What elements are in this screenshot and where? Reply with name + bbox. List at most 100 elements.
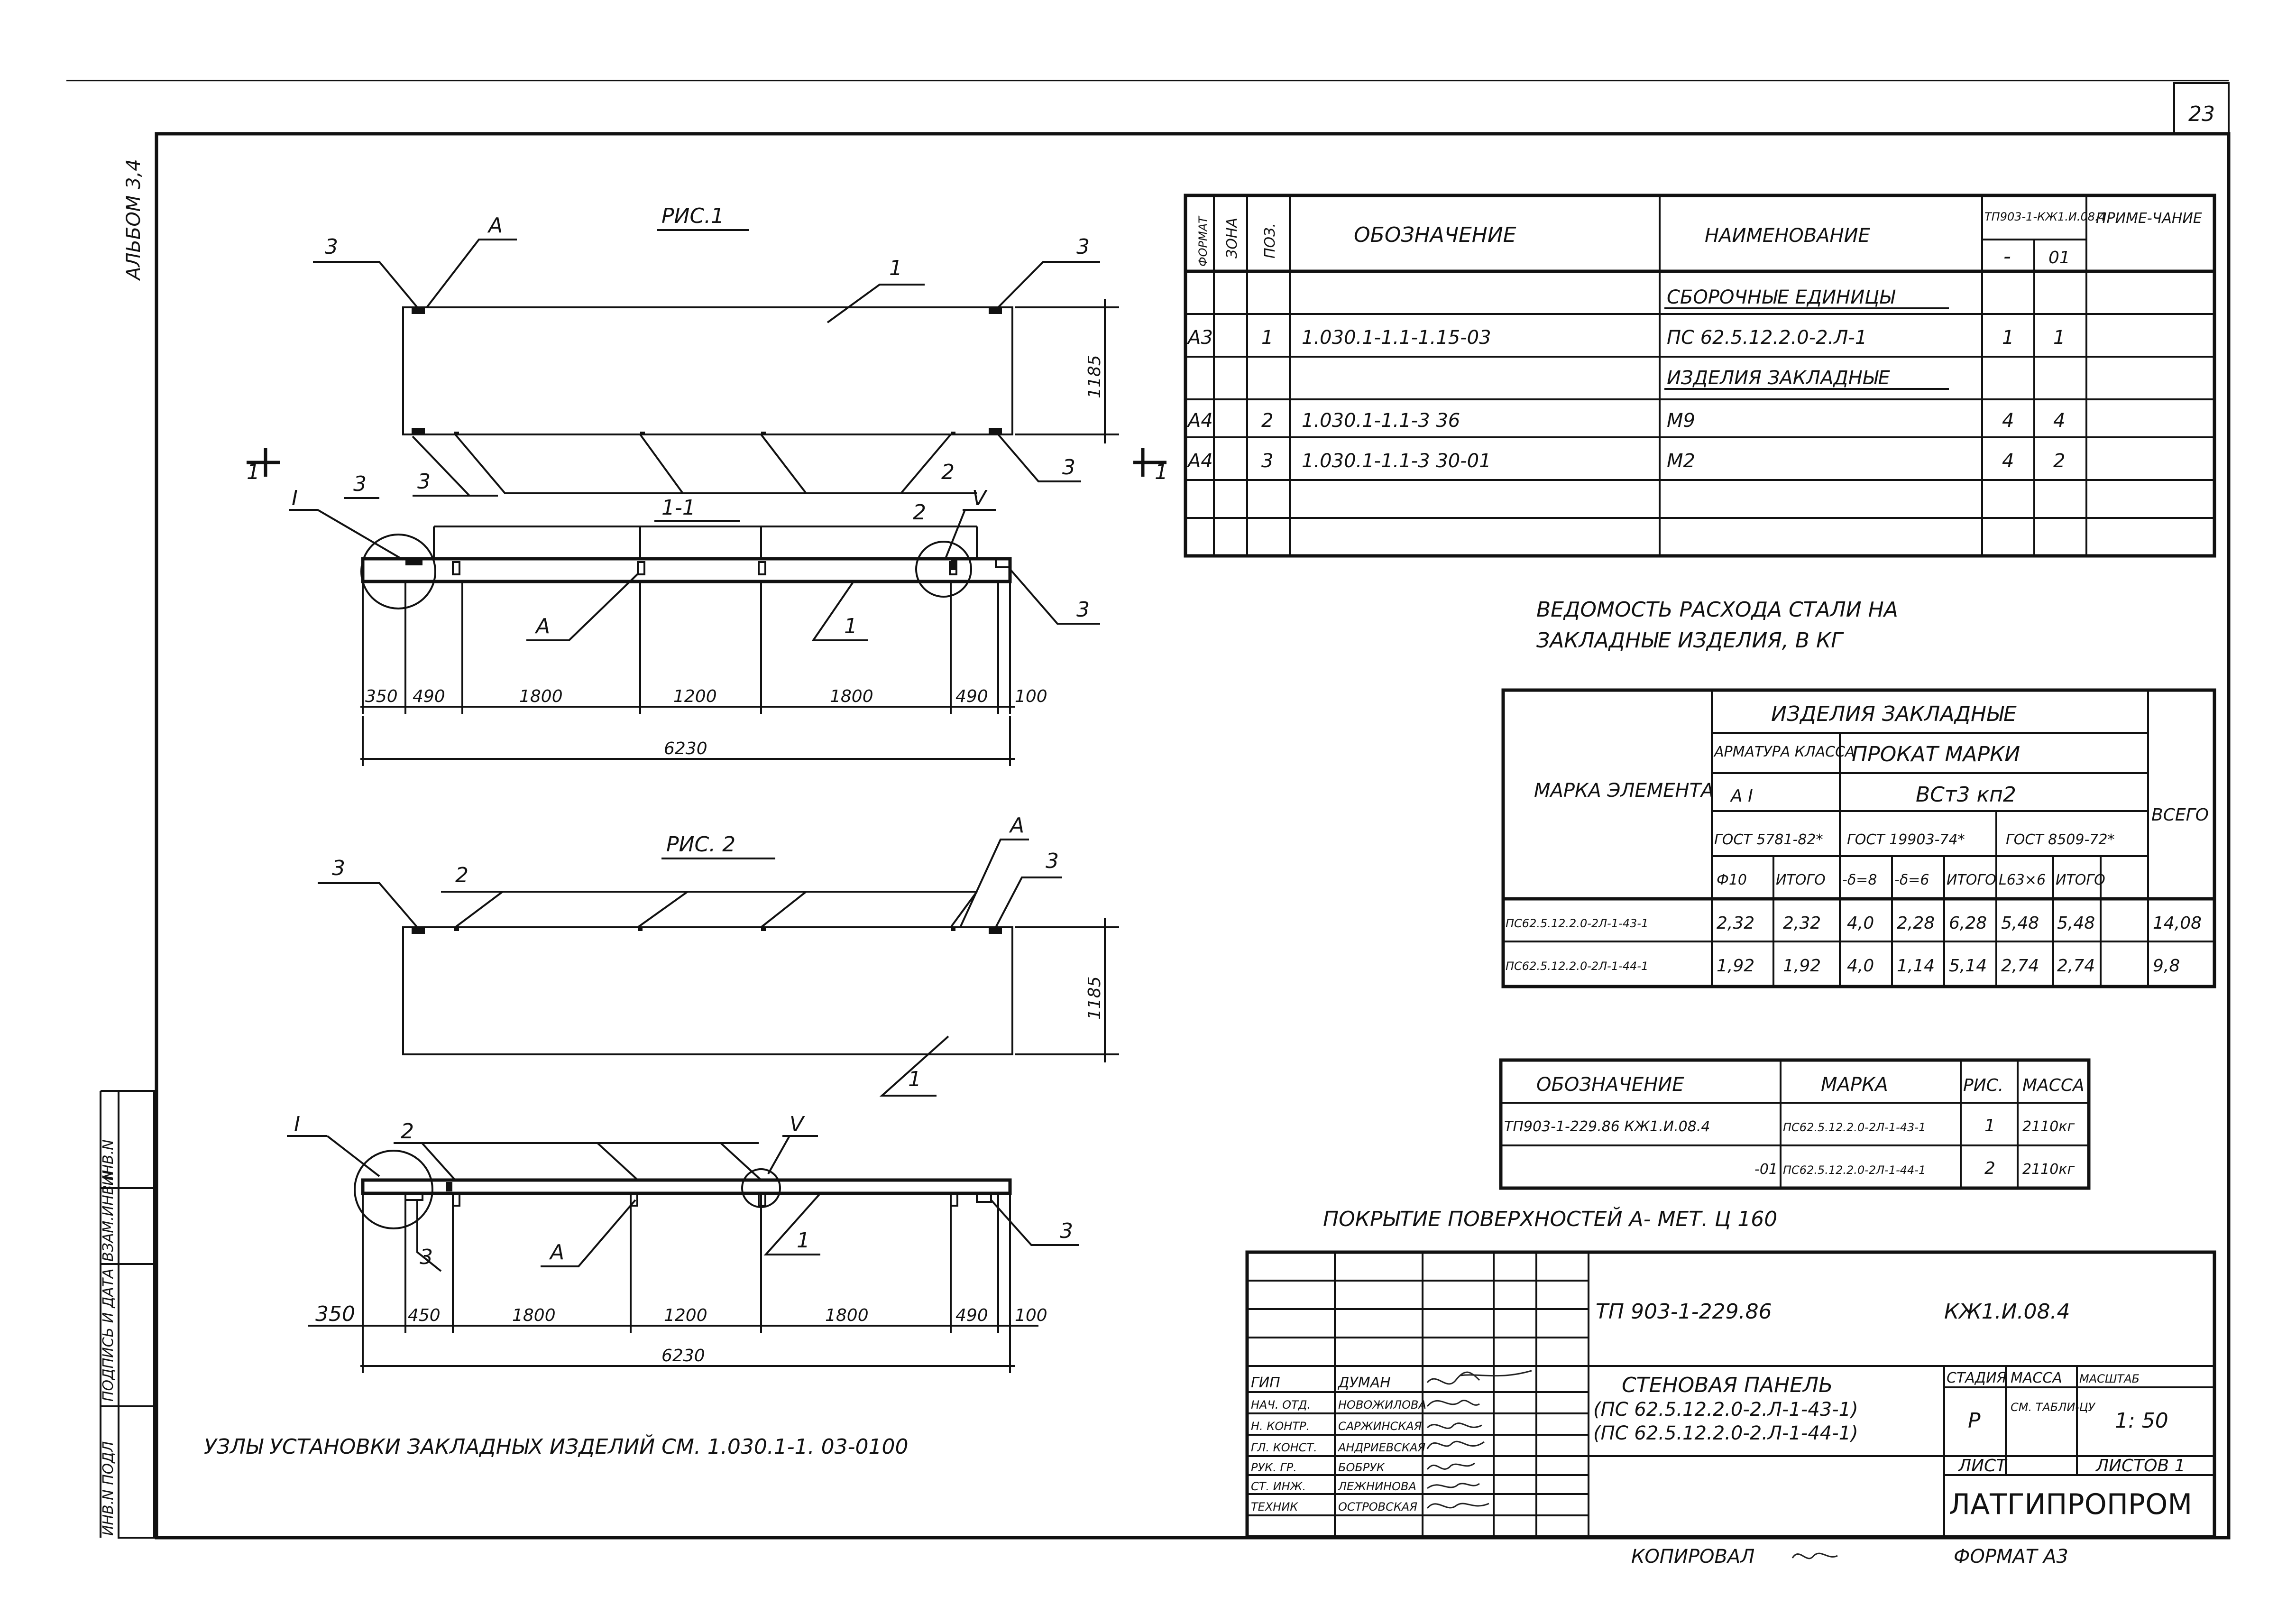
fig2-section-panel xyxy=(361,1178,1012,1195)
spec-row0-name: СБОРОЧНЫЕ ЕДИНИЦЫ xyxy=(1667,286,1896,308)
tb-item-line1: (ПС 62.5.12.2.0-2.Л-1-43-1) xyxy=(1593,1399,1858,1421)
tb-person-name: БОБРУК xyxy=(1338,1461,1385,1474)
signatures xyxy=(1426,1370,1532,1509)
fig1-callout-a: А xyxy=(487,213,503,238)
spec-h-col-dash: - xyxy=(2003,244,2011,268)
fig1-section-callout-1: 1 xyxy=(844,614,857,638)
steel-row1-v6: 5,48 xyxy=(2001,914,2039,933)
fig1-dim-7: 100 xyxy=(1015,687,1047,706)
steel-row1-v1: 2,32 xyxy=(1717,914,1754,933)
spec-row1-format: А3 xyxy=(1186,327,1213,349)
spec-row3-name: М9 xyxy=(1667,410,1695,432)
steel-sub-6: L63×6 xyxy=(1999,872,2046,888)
steel-h-element: МАРКА ЭЛЕМЕНТА xyxy=(1534,780,1714,802)
title-block: ТП 903-1-229.86 КЖ1.И.08.4 СТЕНОВАЯ ПАНЕ… xyxy=(1245,1250,2216,1539)
spec-row1-pos: 1 xyxy=(1261,327,1273,349)
steel-row2-v4: 1,14 xyxy=(1897,956,1935,976)
page-number: 23 xyxy=(2188,102,2215,126)
tb-person-name: ОСТРОВСКАЯ xyxy=(1338,1500,1417,1513)
tb-mass: СМ. ТАБЛИ-ЦУ xyxy=(2011,1401,2096,1414)
fig2-callout-2: 2 xyxy=(455,863,468,887)
spec-h-note: ПРИМЕ-ЧАНИЕ xyxy=(2096,210,2202,227)
fig2-section-callout-2: 2 xyxy=(401,1119,414,1144)
format-label: ФОРМАТ А3 xyxy=(1954,1546,2068,1568)
fig1-callout-3-left: 3 xyxy=(325,235,338,259)
fig1-dim-4: 1200 xyxy=(673,687,717,706)
mass-h-designation: ОБОЗНАЧЕНИЕ xyxy=(1536,1074,1684,1096)
mass-h-mark: МАРКА xyxy=(1821,1074,1888,1096)
fig2-callout-a: А xyxy=(1009,813,1024,838)
tb-stage: Р xyxy=(1968,1409,1981,1433)
tb-person-role: РУК. ГР. xyxy=(1251,1461,1297,1474)
mass-h-mass: МАССА xyxy=(2022,1076,2085,1095)
steel-row1-mark: ПС62.5.12.2.0-2Л-1-43-1 xyxy=(1506,917,1648,930)
fig1-dim-1: 350 xyxy=(365,687,398,706)
fig2-dim-6: 490 xyxy=(955,1306,988,1325)
fig2-dim-chain: 350 450 1800 1200 1800 490 100 6230 xyxy=(308,1193,1047,1373)
fig1-dim-6: 490 xyxy=(955,687,988,706)
steel-row1-v5: 6,28 xyxy=(1949,914,1987,933)
fig2-dim-3: 1800 xyxy=(512,1306,556,1325)
fig1-callout-1: 1 xyxy=(889,256,902,280)
steel-h-grade: ВСт3 кп2 xyxy=(1916,783,2016,807)
tb-person-role: ГЛ. КОНСТ. xyxy=(1251,1441,1317,1454)
mass-row2-mass: 2110кг xyxy=(2022,1161,2075,1178)
stamp-replace-inv: ВЗАМ.ИНВ.N xyxy=(100,1170,117,1262)
spec-h-name: НАИМЕНОВАНИЕ xyxy=(1705,225,1871,247)
fig1-section-callout-a: А xyxy=(534,614,550,638)
steel-row2-mark: ПС62.5.12.2.0-2Л-1-44-1 xyxy=(1506,960,1648,973)
spec-row3-pos: 2 xyxy=(1261,410,1273,432)
fig1-section-callout-2: 2 xyxy=(913,500,926,525)
fig2-callout-3-right: 3 xyxy=(1046,849,1059,873)
fig2-node-v: V xyxy=(790,1112,805,1136)
spec-row3-designation: 1.030.1-1.1-3 36 xyxy=(1302,410,1460,432)
fig1-dim-3: 1800 xyxy=(519,687,563,706)
tb-scale-header: МАСШТАБ xyxy=(2079,1372,2140,1385)
tb-person-role: ТЕХНИК xyxy=(1251,1500,1298,1513)
fig2-height-dim: 1185 xyxy=(1085,976,1104,1020)
steel-row2-v5: 5,14 xyxy=(1949,956,1987,976)
spec-row4-name: М2 xyxy=(1667,450,1695,472)
tb-people: ГИП ДУМАН НАЧ. ОТД. НОВОЖИЛОВА Н. КОНТР.… xyxy=(1251,1375,1426,1513)
stamp-sign-date: ПОДПИСЬ И ДАТА xyxy=(100,1269,117,1402)
spec-table: ФОРМАТ ЗОНА ПОЗ. ОБОЗНАЧЕНИЕ НАИМЕНОВАНИ… xyxy=(1184,194,2216,558)
steel-row2-v7: 2,74 xyxy=(2057,956,2095,976)
spec-h-format: ФОРМАТ xyxy=(1196,215,1210,267)
steel-title-line2: ЗАКЛАДНЫЕ ИЗДЕЛИЯ, В КГ xyxy=(1536,628,1844,653)
sheet-frame: 23 АЛЬБОМ 3,4 xyxy=(66,80,2231,1540)
tb-person-role: НАЧ. ОТД. xyxy=(1251,1398,1311,1412)
steel-row1-v2: 2,32 xyxy=(1783,914,1821,933)
fig1-title: РИС.1 xyxy=(661,204,724,228)
fig2-callout-3-left: 3 xyxy=(332,856,345,880)
fig1-section-callout-3: 3 xyxy=(353,472,367,496)
fig2-node-i: I xyxy=(294,1112,300,1136)
fig2-title: РИС. 2 xyxy=(666,832,735,857)
spec-row1-designation: 1.030.1-1.1-1.15-03 xyxy=(1302,327,1491,349)
tb-stage-header: СТАДИЯ xyxy=(1947,1370,2007,1386)
steel-row2-v1: 1,92 xyxy=(1717,956,1754,976)
mass-row2-fig: 2 xyxy=(1984,1159,1995,1178)
steel-sub-1: Ф10 xyxy=(1717,872,1747,888)
fig1-height-dim: 1185 xyxy=(1085,355,1104,398)
fig1-dim-5: 1800 xyxy=(830,687,873,706)
fig1-dim-2: 490 xyxy=(413,687,445,706)
tb-person-name: САРЖИНСКАЯ xyxy=(1338,1420,1422,1433)
spec-row4-format: А4 xyxy=(1186,450,1213,472)
fig1-callout-3-bottom-left: 3 xyxy=(417,470,431,494)
spec-h-pos: ПОЗ. xyxy=(1262,223,1278,258)
stamp-inv-dup: ИНВ.N xyxy=(100,1139,117,1186)
steel-title-line1: ВЕДОМОСТЬ РАСХОДА СТАЛИ НА xyxy=(1536,598,1898,622)
spec-row4-designation: 1.030.1-1.1-3 30-01 xyxy=(1302,450,1491,472)
tb-person-name: АНДРИЕВСКАЯ xyxy=(1337,1441,1425,1454)
fig1-dim-chain: 350 490 1800 1200 1800 490 100 6230 xyxy=(360,581,1047,766)
tb-person-role: Н. КОНТР. xyxy=(1251,1420,1310,1433)
steel-row1-v7: 5,48 xyxy=(2057,914,2095,933)
spec-row3-q1: 4 xyxy=(2053,410,2065,432)
fig2-dim-2: 450 xyxy=(408,1306,441,1325)
figure-1: РИС.1 3 А 1 3 1185 1 1 3 xyxy=(247,204,1168,766)
steel-h-armature: АРМАТУРА КЛАССА xyxy=(1713,744,1855,760)
mass-h-fig: РИС. xyxy=(1963,1076,2003,1095)
tb-sheet-header: ЛИСТ xyxy=(1957,1456,2008,1476)
install-note: УЗЛЫ УСТАНОВКИ ЗАКЛАДНЫХ ИЗДЕЛИЙ СМ. 1.0… xyxy=(204,1434,908,1459)
